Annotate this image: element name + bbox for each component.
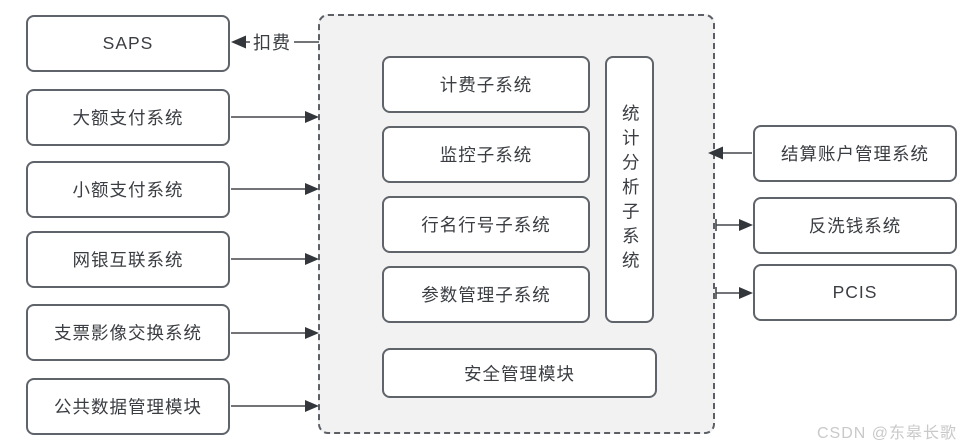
node-large-value-payment-system: 大额支付系统 <box>26 89 230 146</box>
deduct-fee-edge-label: 扣费 <box>250 29 294 55</box>
node-statistics-analysis-subsystem: 统计分析子系统 <box>605 56 654 323</box>
node-small-value-payment-system: 小额支付系统 <box>26 161 230 218</box>
node-saps: SAPS <box>26 15 230 72</box>
node-pcis: PCIS <box>753 264 957 321</box>
node-monitoring-subsystem: 监控子系统 <box>382 126 590 183</box>
node-security-management-module: 安全管理模块 <box>382 348 657 398</box>
node-anti-money-laundering-system: 反洗钱系统 <box>753 197 957 254</box>
node-settlement-account-management-system: 结算账户管理系统 <box>753 125 957 182</box>
node-public-data-management-module: 公共数据管理模块 <box>26 378 230 435</box>
node-bank-name-number-subsystem: 行名行号子系统 <box>382 196 590 253</box>
node-billing-subsystem: 计费子系统 <box>382 56 590 113</box>
node-internet-banking-system: 网银互联系统 <box>26 231 230 288</box>
node-parameter-management-subsystem: 参数管理子系统 <box>382 266 590 323</box>
csdn-watermark: CSDN @东皋长歌 <box>816 425 957 442</box>
node-cheque-image-exchange-system: 支票影像交换系统 <box>26 304 230 361</box>
